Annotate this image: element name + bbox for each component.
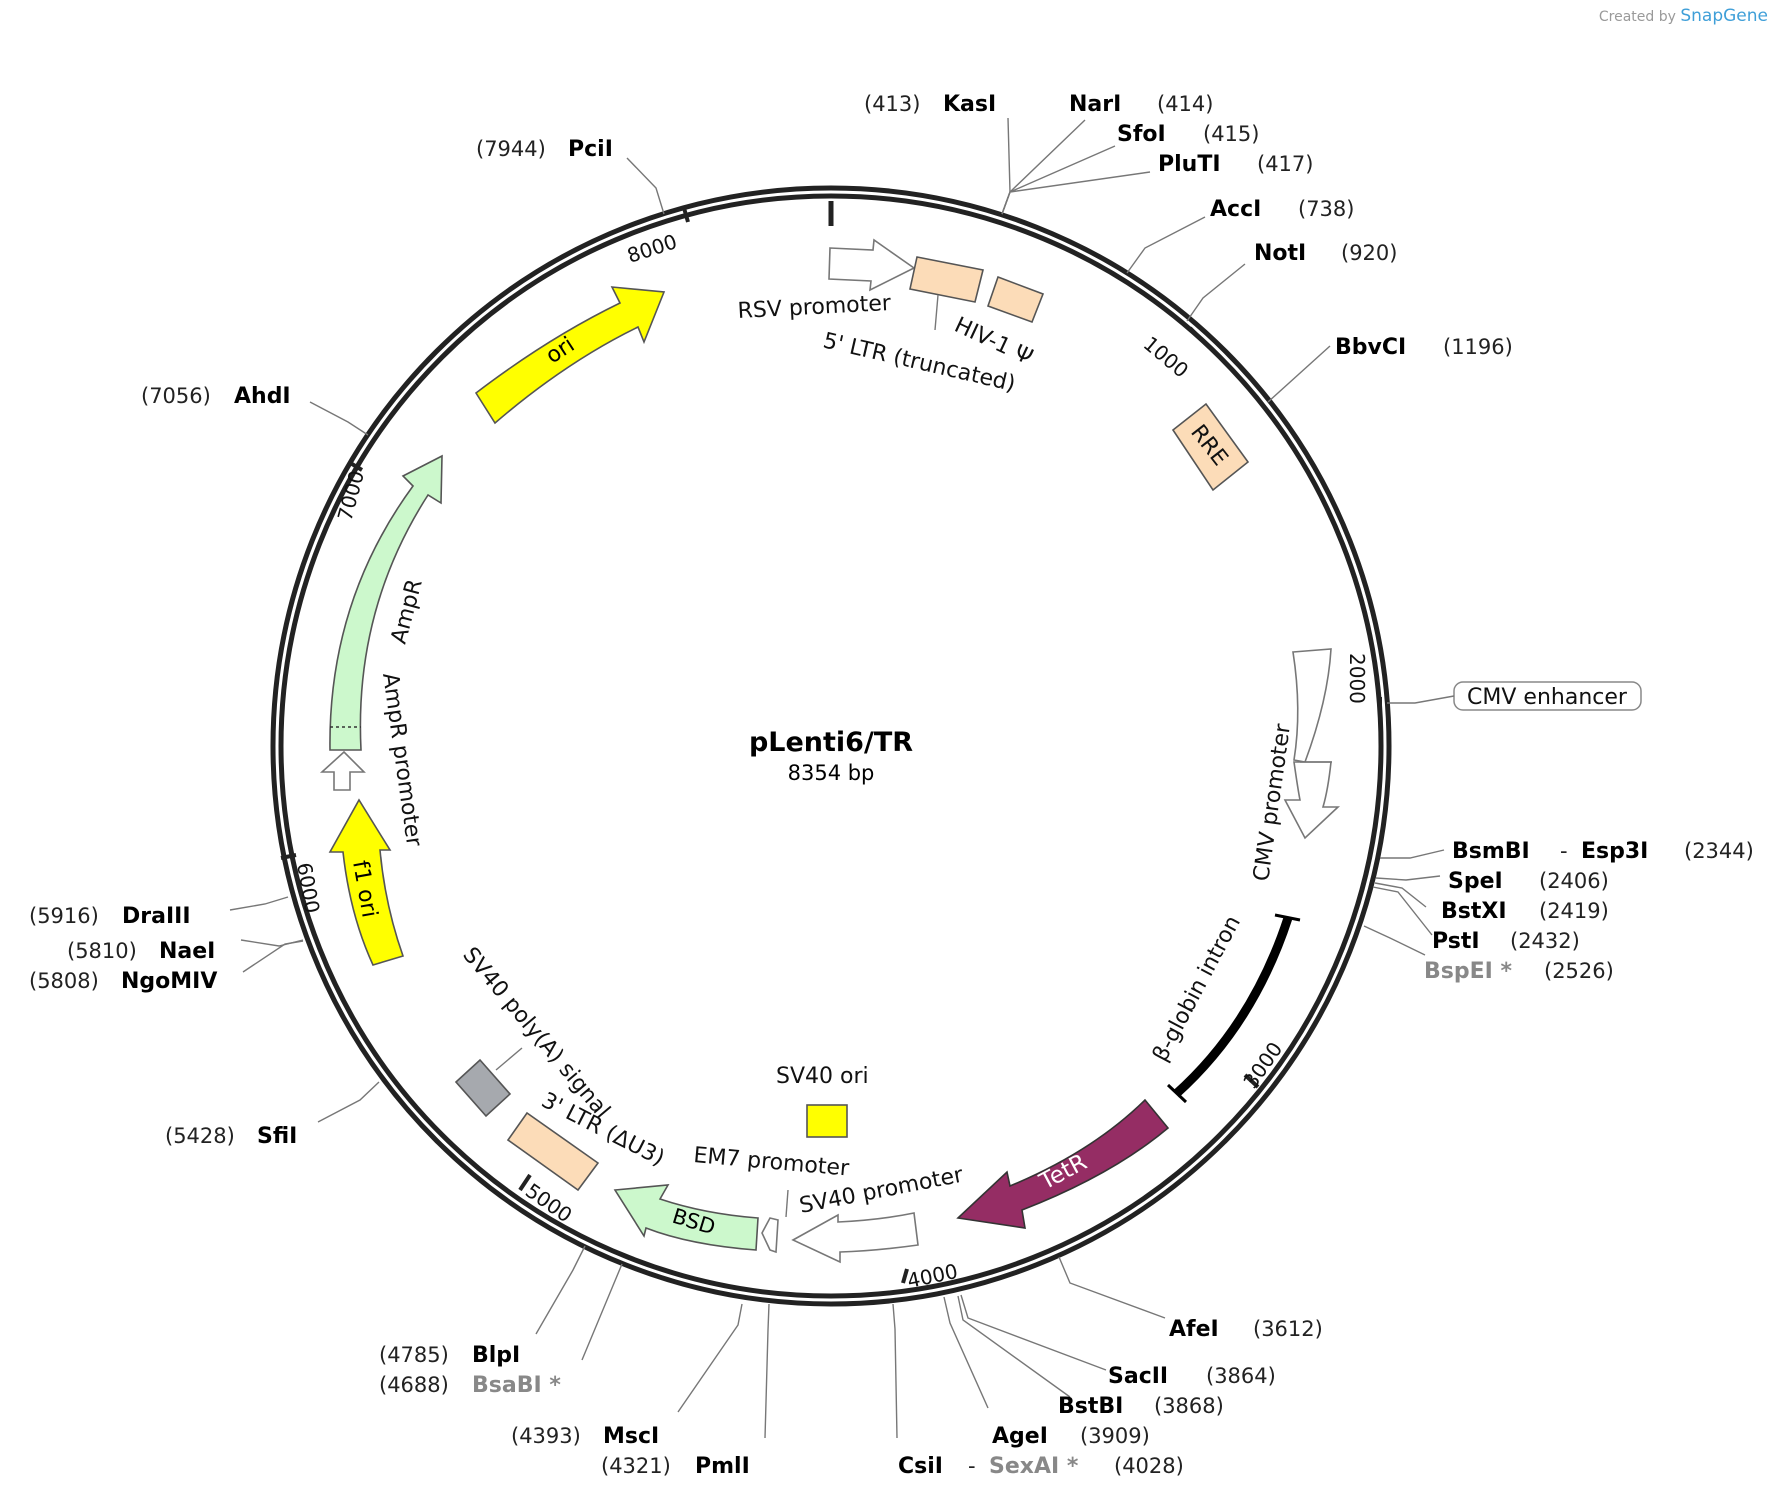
rre-box [1171,402,1250,492]
site-pos: (4785) [379,1343,449,1367]
site-name-draiii: DraIII [122,904,191,929]
site-pos: (2344) [1684,839,1754,863]
ampr-promoter-arrow [319,750,366,791]
site-name-nari: NarI [1069,92,1121,117]
site-pos: (5428) [165,1124,235,1148]
cmv-enhancer-arrow [1292,648,1332,763]
site-pos: (7056) [141,384,211,408]
site-pos: (1196) [1443,335,1513,359]
sv40-ori-box [806,1104,848,1138]
ampr-arrow [329,454,443,751]
plasmid-size: 8354 bp [788,761,875,785]
cmv-enhancer-label: CMV enhancer [1467,685,1628,710]
sv40-ori-label: SV40 ori [776,1064,869,1089]
site-name-sexai: SexAI * [989,1454,1079,1479]
site-pos: (7944) [476,137,546,161]
em7-promoter-label: EM7 promoter [692,1143,850,1182]
site-pos: (2419) [1539,899,1609,923]
plasmid-name: pLenti6/TR [749,727,913,758]
site-pos: (4688) [379,1373,449,1397]
site-pos: (5808) [29,969,99,993]
ori-arrow [474,286,666,425]
ltr5-box [909,256,984,303]
site-pos: (920) [1341,241,1397,265]
site-name-pcii: PciI [568,137,613,162]
tick-label-4000: 4000 [905,1259,960,1293]
site-name-kasi: KasI [943,92,996,117]
snapgene-logo: SnapGene [1680,6,1768,26]
site-name-pmli: PmlI [695,1454,750,1479]
site-pos: (2406) [1539,869,1609,893]
tick-label-2000: 2000 [1345,653,1369,704]
site-name-noti: NotI [1254,241,1306,266]
site-name-spei: SpeI [1448,869,1503,894]
site-pos: (3864) [1206,1364,1276,1388]
site-sep: - [1560,839,1568,863]
site-name-bstxi: BstXI [1441,899,1507,924]
site-name-psti: PstI [1432,929,1480,954]
site-name-bstbi: BstBI [1058,1394,1123,1419]
site-name-ngomiv: NgoMIV [121,969,217,994]
site-leaders [229,117,1445,1439]
site-name-csii: CsiI [898,1454,943,1479]
site-name-pluti: PluTI [1158,152,1221,177]
site-name-acci: AccI [1210,197,1261,222]
site-name-sfii: SfiI [257,1124,297,1149]
rsv-promoter-label: RSV promoter [737,291,892,324]
site-name-sacii: SacII [1108,1364,1168,1389]
site-pos: (417) [1257,152,1313,176]
bsd-arrow [613,1184,759,1251]
tetr-arrow [956,1098,1170,1229]
em7-promoter-arrow [761,1217,779,1254]
site-pos: (413) [864,92,920,116]
rsv-promoter-arrow [828,238,916,292]
site-pos: (4028) [1114,1454,1184,1478]
ampr-label: AmpR [387,577,428,647]
site-name-bsmbi: BsmBI [1452,839,1530,864]
backbone-inner [278,193,1384,1299]
hiv-psi-box [986,275,1045,324]
site-pos: (3868) [1154,1394,1224,1418]
beta-globin-intron-bar [1172,916,1293,1098]
site-pos: (5810) [67,939,137,963]
site-pos: (2432) [1510,929,1580,953]
backbone-outer [270,185,1392,1307]
site-pos: (3612) [1253,1317,1323,1341]
credit-prefix: Created by [1598,9,1676,25]
snapgene-credit: Created by SnapGene [1599,6,1768,26]
site-name-bspei: BspEI * [1424,959,1512,984]
site-name-sfoi: SfoI [1117,122,1166,147]
site-pos: (738) [1298,197,1354,221]
f1-ori-arrow [328,798,405,966]
site-name-bbvci: BbvCI [1335,335,1406,360]
site-name-afei: AfeI [1169,1317,1219,1342]
beta-globin-label: β-globin intron [1148,912,1246,1066]
tick-label-1000: 1000 [1139,331,1193,382]
sv40-polya-box [454,1058,512,1118]
site-name-msci: MscI [603,1424,659,1449]
site-sep: - [968,1454,976,1478]
sv40-promoter-arrow [791,1212,919,1264]
site-pos: (4321) [601,1454,671,1478]
site-name-ahdi: AhdI [234,384,291,409]
ampr-promoter-label: AmpR promoter [377,671,426,849]
tick-label-7000: 7000 [333,468,369,523]
site-name-esp3i: Esp3I [1581,839,1648,864]
site-labels: (413) KasI NarI (414) SfoI (415) PluTI (… [29,92,1754,1479]
cmv-promoter-arrow [1283,761,1341,840]
ticks [280,207,1382,1284]
site-pos: (4393) [511,1424,581,1448]
site-name-blpi: BlpI [472,1343,520,1368]
site-pos: (2526) [1544,959,1614,983]
site-pos: (415) [1203,122,1259,146]
site-pos: (5916) [29,904,99,928]
site-pos: (3909) [1080,1424,1150,1448]
site-name-agei: AgeI [992,1424,1048,1449]
site-name-naei: NaeI [159,939,215,964]
site-name-bsabi: BsaBI * [472,1373,561,1398]
ltr3-box [506,1111,600,1192]
site-pos: (414) [1157,92,1213,116]
